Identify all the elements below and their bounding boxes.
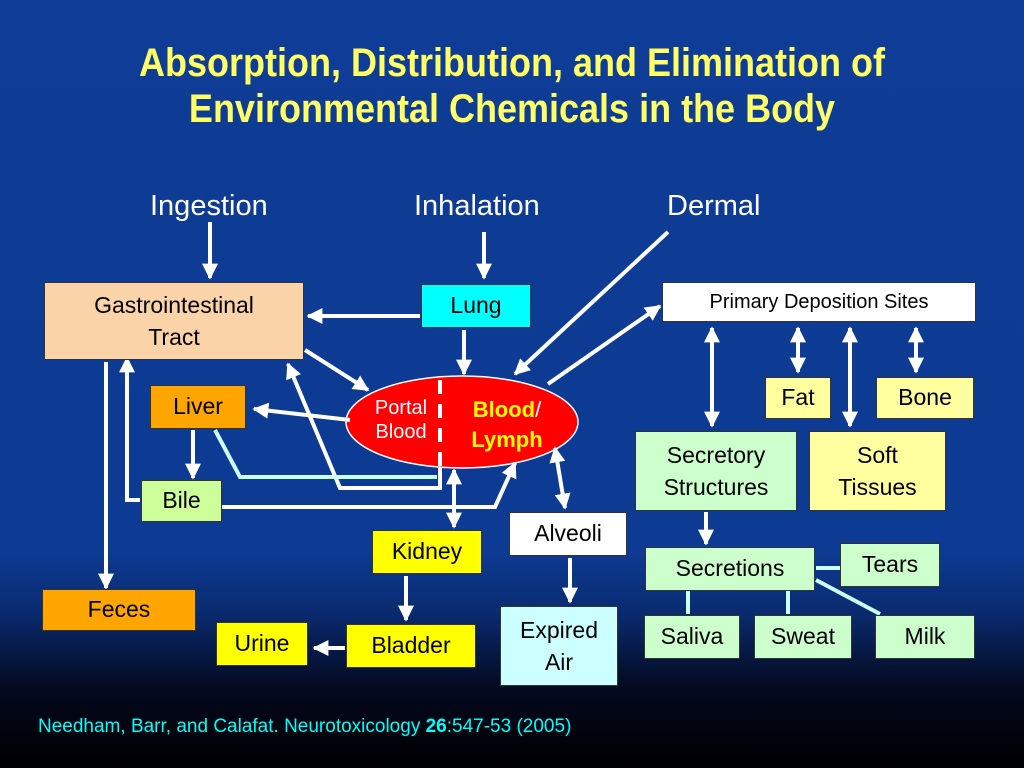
arrow-blood-to-deposition (546, 304, 662, 386)
expired-line-2: Air (544, 649, 574, 675)
arrow-bile-to-gi (119, 356, 140, 502)
expired-air-box: Expired Air (500, 606, 618, 686)
feces-box: Feces (42, 589, 196, 631)
arrow-bile-to-blood (222, 461, 517, 509)
arrow-gi-to-portal (303, 348, 370, 392)
route-dermal: Dermal (667, 190, 761, 222)
portal-blood-line-2: Blood (375, 421, 427, 443)
kidney-box: Kidney (372, 530, 482, 574)
sweat-box: Sweat (754, 615, 852, 659)
slash-text: / (535, 397, 542, 422)
blood-lymph-label: Blood/ Lymph (452, 395, 562, 455)
blood-text: Blood (472, 397, 536, 422)
bone-box: Bone (876, 377, 974, 419)
saliva-box: Saliva (644, 615, 740, 659)
line-liver-to-blood (213, 429, 437, 479)
bladder-box: Bladder (346, 624, 476, 668)
line-secretions-milk (815, 578, 881, 616)
secretory-line-2: Structures (663, 474, 769, 500)
soft-line-2: Tissues (838, 474, 917, 500)
milk-box: Milk (875, 615, 975, 659)
title-line-2: Environmental Chemicals in the Body (188, 87, 836, 131)
route-ingestion: Ingestion (150, 190, 268, 222)
liver-box: Liver (150, 385, 246, 429)
arrow-dermal (513, 230, 670, 376)
expired-line-1: Expired (520, 617, 598, 643)
soft-tissues-box: Soft Tissues (809, 431, 946, 511)
gi-tract-line-1: Gastrointestinal (94, 292, 254, 318)
route-inhalation: Inhalation (414, 190, 540, 222)
bile-box: Bile (141, 480, 222, 522)
title-line-1: Absorption, Distribution, and Eliminatio… (139, 41, 885, 85)
alveoli-box: Alveoli (509, 512, 627, 556)
primary-deposition-box: Primary Deposition Sites (662, 282, 976, 322)
blood-oval (345, 375, 579, 469)
gi-tract-line-2: Tract (148, 324, 200, 350)
arrow-portal-to-liver (252, 402, 351, 422)
arrow-blood-to-gi (286, 362, 442, 490)
tears-box: Tears (840, 543, 940, 587)
gi-tract-box: Gastrointestinal Tract (44, 282, 304, 360)
citation-volume: 26 (425, 716, 447, 737)
lung-box: Lung (421, 284, 531, 328)
portal-blood-line-1: Portal (374, 397, 428, 419)
arrow-blood-alveoli (549, 446, 571, 510)
secretory-line-1: Secretory (666, 442, 766, 468)
secretory-structures-box: Secretory Structures (635, 431, 797, 511)
secretions-box: Secretions (645, 547, 815, 591)
citation: Needham, Barr, and Calafat. Neurotoxicol… (38, 716, 571, 738)
slide-title: Absorption, Distribution, and Eliminatio… (51, 40, 973, 132)
citation-text: Needham, Barr, and Calafat. Neurotoxicol… (38, 716, 426, 737)
portal-blood-label: Portal Blood (364, 396, 438, 444)
soft-line-1: Soft (857, 442, 898, 468)
fat-box: Fat (765, 377, 831, 419)
urine-box: Urine (216, 622, 308, 666)
lymph-text: Lymph (471, 427, 543, 452)
citation-pages: :547-53 (2005) (446, 716, 572, 737)
